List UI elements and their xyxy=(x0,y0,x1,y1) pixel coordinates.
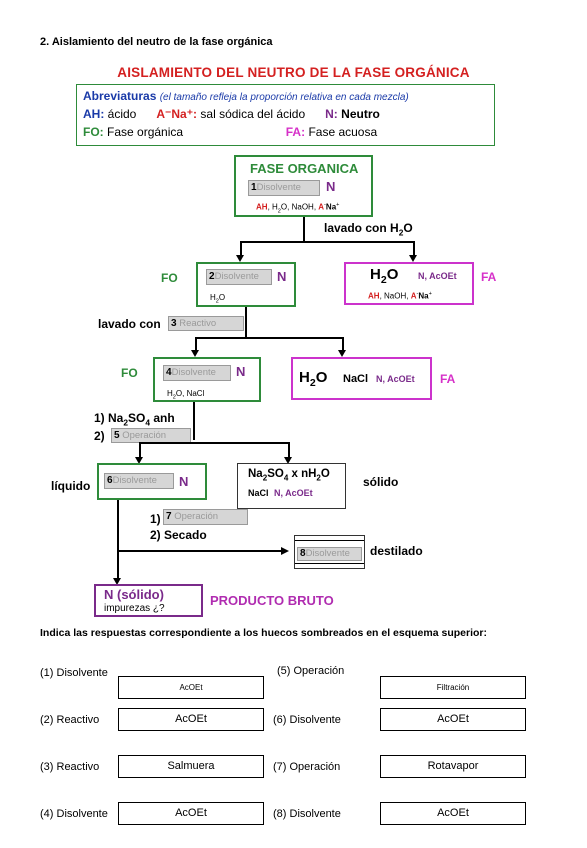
answer-1-label: (1) Disolvente xyxy=(40,667,108,679)
neutral-n: N xyxy=(326,179,336,194)
product-impurities: impurezas ¿? xyxy=(104,603,165,614)
fo-key: FO: xyxy=(83,125,104,139)
neutral-n-2: N xyxy=(277,269,287,284)
solid-box-n-acoet: N, AcOEt xyxy=(274,488,313,498)
aqueous-phase-box-2: H2O NaCl N, AcOEt xyxy=(291,357,432,400)
solid-box-nacl: NaCl xyxy=(248,488,269,498)
answer-1-field[interactable]: AcOEt xyxy=(118,676,264,699)
abbreviations-legend: Abreviaturas (el tamaño refleja la propo… xyxy=(76,84,495,146)
solid-box-title: Na2SO4 x nH2O xyxy=(248,468,330,483)
h2o-label-2: H2O xyxy=(299,369,328,389)
distillate-box: 8Disolvente xyxy=(294,535,365,569)
organic-phase-box-2: 2Disolvente N H2O xyxy=(196,262,296,307)
ah-value: ácido xyxy=(107,107,137,121)
answer-2-field[interactable]: AcOEt xyxy=(118,708,264,731)
ana-value: sal sódica del ácido xyxy=(200,107,306,121)
slot-1: 1Disolvente xyxy=(248,180,320,196)
fo-label-1: FO xyxy=(161,271,178,285)
neutral-n-3: N xyxy=(236,364,246,379)
wash-with-label: lavado con xyxy=(98,317,161,331)
abbreviations-note: (el tamaño refleja la proporción relativ… xyxy=(159,92,409,103)
n-key: N: xyxy=(325,107,338,121)
box2-contents: H2O xyxy=(210,293,226,305)
answer-3-label: (3) Reactivo xyxy=(40,761,100,773)
fa1-n-acoet: N, AcOEt xyxy=(418,271,457,281)
step-1-label: 1) Na2SO4 anh xyxy=(94,411,175,428)
solid-box: Na2SO4 x nH2O NaCl N, AcOEt xyxy=(237,463,346,509)
product-n-solid: N (sólido) xyxy=(104,587,164,602)
step-2-prefix: 2) xyxy=(94,429,105,443)
liquid-box: 6Disolvente N xyxy=(97,463,207,500)
fa2-n-acoet: N, AcOEt xyxy=(376,374,415,384)
answer-7-label: (7) Operación xyxy=(273,761,341,773)
box4-contents: H2O, NaCl xyxy=(167,389,205,401)
solid-label: sólido xyxy=(363,475,399,489)
dry-step-label: 2) Secado xyxy=(150,528,207,542)
fa1-contents: AH, NaOH, A-Na+ xyxy=(368,291,432,301)
slot-5: 5 Operación xyxy=(111,428,191,443)
section-title: 2. Aislamiento del neutro de la fase org… xyxy=(40,36,273,48)
ah-key: AH: xyxy=(83,107,105,121)
answer-8-field[interactable]: AcOEt xyxy=(380,802,526,825)
slot-3: 3 Reactivo xyxy=(168,316,244,331)
distillate-label: destilado xyxy=(370,544,423,558)
wash-water-label: lavado con H2O xyxy=(324,221,413,238)
box1-contents: AH, H2O, NaOH, A-Na+ xyxy=(256,202,340,215)
slot-2: 2Disolvente xyxy=(206,269,272,285)
answer-8-label: (8) Disolvente xyxy=(273,808,341,820)
fa2-nacl: NaCl xyxy=(343,373,369,385)
abbreviations-heading: Abreviaturas xyxy=(83,89,157,103)
answer-6-field[interactable]: AcOEt xyxy=(380,708,526,731)
n-value: Neutro xyxy=(341,107,380,121)
aqueous-phase-box-1: H2O N, AcOEt AH, NaOH, A-Na+ xyxy=(344,262,474,305)
slot-4: 4Disolvente xyxy=(163,365,231,381)
crude-product-box: N (sólido) impurezas ¿? xyxy=(94,584,203,617)
neutral-n-4: N xyxy=(179,474,189,489)
ana-key: A⁻Na⁺: xyxy=(156,107,198,121)
fa-value: Fase acuosa xyxy=(308,125,378,139)
fa-key: FA: xyxy=(285,125,306,139)
slot-6: 6Disolvente xyxy=(104,473,174,489)
liquid-label: líquido xyxy=(51,479,91,493)
organic-phase-title: FASE ORGANICA xyxy=(250,161,359,176)
fo-value: Fase orgánica xyxy=(107,125,184,139)
organic-phase-box: FASE ORGANICA 1Disolvente N AH, H2O, NaO… xyxy=(234,155,373,217)
answer-5-label: (5) Operación xyxy=(277,665,345,677)
slot-8: 8Disolvente xyxy=(297,547,362,561)
fo-label-2: FO xyxy=(121,366,138,380)
h2o-label-1: H2O xyxy=(370,266,399,286)
slot-7: 7 Operación xyxy=(163,509,248,525)
fa-label-2: FA xyxy=(440,372,456,386)
answer-4-field[interactable]: AcOEt xyxy=(118,802,264,825)
diagram-title: AISLAMIENTO DEL NEUTRO DE LA FASE ORGÁNI… xyxy=(117,65,470,80)
organic-phase-box-3: 4Disolvente N H2O, NaCl xyxy=(153,357,261,402)
crude-product-label: PRODUCTO BRUTO xyxy=(210,593,334,608)
step-7-prefix: 1) xyxy=(150,512,161,526)
answer-5-field[interactable]: Filtración xyxy=(380,676,526,699)
instructions: Indica las respuestas correspondiente a … xyxy=(40,627,487,639)
fa-label-1: FA xyxy=(481,270,497,284)
answer-6-label: (6) Disolvente xyxy=(273,714,341,726)
answer-3-field[interactable]: Salmuera xyxy=(118,755,264,778)
answer-2-label: (2) Reactivo xyxy=(40,714,100,726)
answer-7-field[interactable]: Rotavapor xyxy=(380,755,526,778)
answer-4-label: (4) Disolvente xyxy=(40,808,108,820)
